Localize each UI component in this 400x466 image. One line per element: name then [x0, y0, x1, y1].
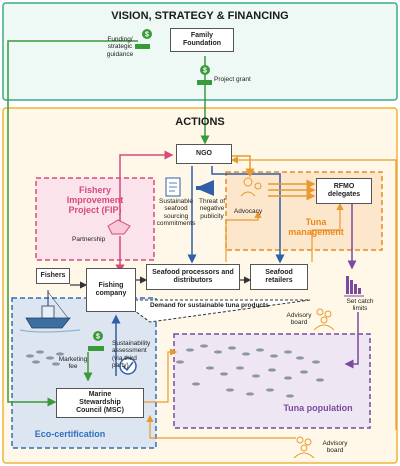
retailers-label: Seafood retailers	[265, 268, 293, 284]
tuna-school-left-icon	[26, 350, 64, 366]
family-foundation-node: Family Foundation	[170, 28, 234, 52]
ngo-label: NGO	[196, 149, 212, 157]
money-hand-icon-funding: $	[135, 29, 152, 49]
megaphone-icon	[196, 180, 214, 196]
ngo-node: NGO	[176, 144, 232, 164]
tuna-management-title: Tuna management	[288, 217, 344, 237]
demand-label: Demand for sustainable tuna products	[150, 302, 269, 309]
msc-label: Marine Stewardship Council (MSC)	[76, 390, 124, 415]
advocacy-people-icon	[240, 177, 262, 197]
check-circle-icon	[119, 357, 137, 375]
msc-node: Marine Stewardship Council (MSC)	[56, 388, 144, 418]
arrow-msc-advisory	[144, 348, 178, 403]
rfmo-delegates-label: RFMO delegates	[327, 182, 361, 198]
funding-label: Funding/ strategic guidance	[106, 36, 134, 58]
catch-limits-chart-icon	[344, 276, 364, 297]
tuna-population-title: Tuna population	[283, 403, 353, 413]
fishers-node: Fishers	[36, 268, 70, 284]
processors-label: Seafood processors and distributors	[152, 268, 234, 284]
money-hand-icon-grant: $	[197, 65, 212, 85]
advisory-board-label-2: Advisory board	[322, 440, 348, 455]
fishing-company-label: Fishing company	[95, 281, 127, 297]
advisory-board-label-1: Advisory board	[286, 312, 312, 327]
arrow-retailers-rfmo	[311, 202, 344, 262]
svg-text:$: $	[203, 68, 207, 75]
actions-title: ACTIONS	[175, 116, 225, 128]
arrow-advisory-board-bottom	[146, 414, 296, 439]
fip-zone	[35, 177, 155, 261]
arrow-partnership-ngo	[119, 150, 174, 232]
partnership-label: Partnership	[72, 236, 106, 243]
fishing-company-node: Fishing company	[86, 268, 136, 312]
arrow-catch-limits-population	[344, 312, 359, 369]
svg-text:$: $	[96, 334, 100, 341]
vision-title: VISION, STRATEGY & FINANCING	[111, 10, 289, 22]
advocacy-label: Advocacy	[233, 208, 263, 215]
rfmo-delegates-node: RFMO delegates	[316, 178, 372, 204]
document-icon	[165, 177, 181, 197]
fip-title: Fishery Improvement Project (FIP)	[66, 185, 124, 215]
advisory-board-people-icon-2	[293, 436, 315, 459]
set-catch-limits-label: Set catch limits	[346, 298, 374, 313]
money-hand-icon-fee: $	[88, 331, 104, 351]
project-grant-label: Project grant	[214, 76, 251, 83]
tuna-population-zone	[173, 333, 371, 429]
arrow-processors-advocacy	[225, 210, 262, 262]
retailers-node: Seafood retailers	[250, 264, 308, 290]
svg-text:$: $	[145, 32, 149, 39]
processors-node: Seafood processors and distributors	[146, 264, 240, 290]
fishing-boat-icon	[19, 290, 81, 333]
advisory-board-people-icon-1	[313, 308, 335, 331]
family-foundation-label: Family Foundation	[182, 31, 222, 47]
arrow-funding	[7, 40, 138, 407]
arrow-ngo-advocacy	[232, 155, 255, 178]
sustainability-assessment-label: Sustainability assessment (via third par…	[112, 340, 151, 370]
eco-certification-title: Eco-certification	[34, 429, 106, 439]
handshake-icon	[107, 219, 131, 235]
sourcing-label: Sustainable seafood sourcing commitments	[156, 198, 196, 228]
fishers-label: Fishers	[40, 271, 66, 279]
tuna-school-right-icon	[176, 344, 324, 398]
threat-label: Threat of negative publicity	[198, 198, 225, 220]
arrow-advisory-board-right	[230, 156, 397, 430]
marketing-fee-label: Marketing fee	[58, 356, 88, 371]
